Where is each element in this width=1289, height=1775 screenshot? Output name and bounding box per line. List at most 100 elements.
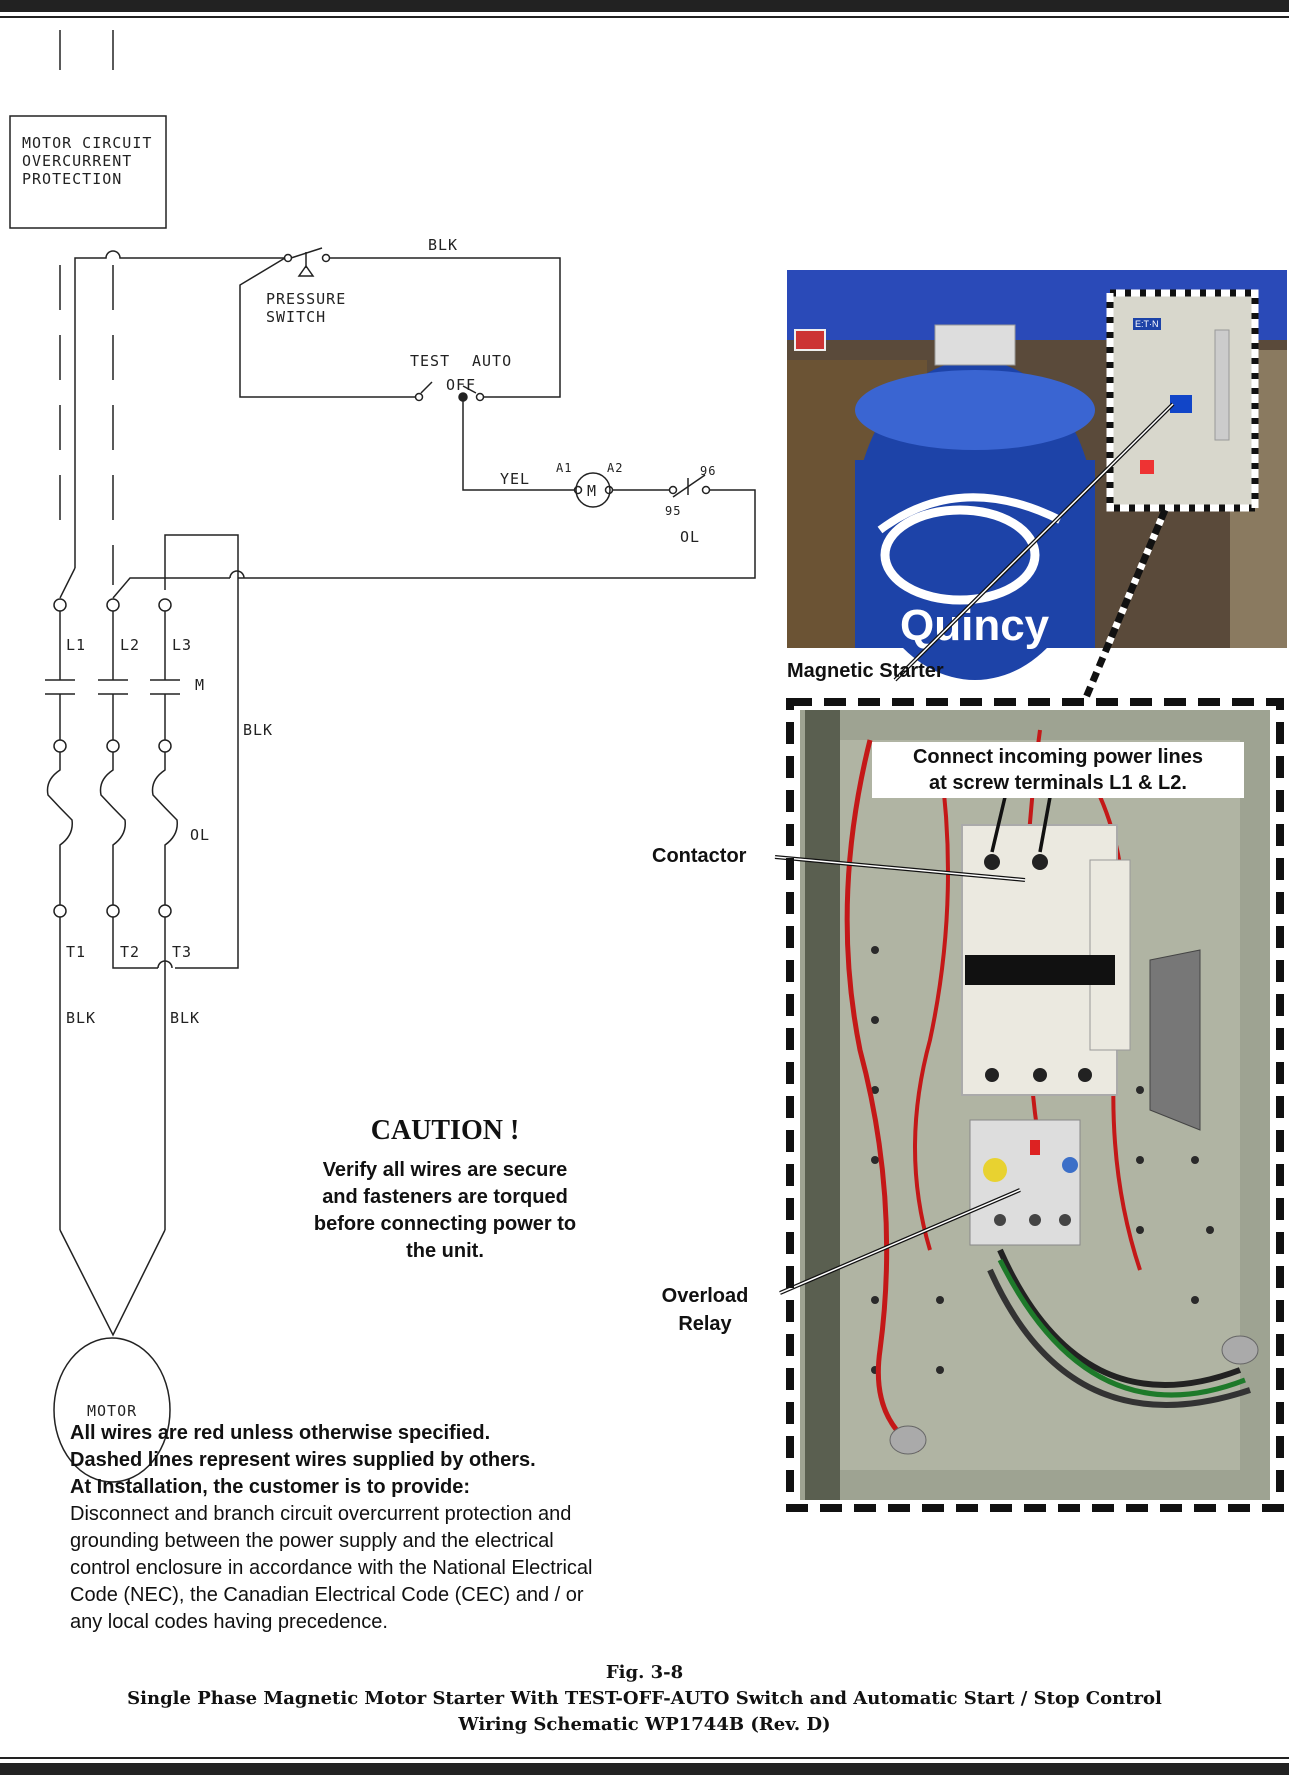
wire-crossover xyxy=(229,570,245,579)
terminal-t1 xyxy=(53,904,67,918)
svg-text:Quincy: Quincy xyxy=(900,601,1050,650)
blk-label-top: BLK xyxy=(428,236,458,254)
t3-label: T3 xyxy=(172,943,192,961)
bottom-border-thin xyxy=(0,1757,1289,1759)
test-blade xyxy=(420,381,433,394)
motor-leads xyxy=(59,1229,166,1337)
l2-label: L2 xyxy=(120,636,140,654)
compressor-photo: Quincy E:T·N xyxy=(787,270,1287,682)
blk-label-t3: BLK xyxy=(170,1009,200,1027)
pressure-switch-label-2: SWITCH xyxy=(266,308,326,326)
magnetic-starter-label: Magnetic Starter xyxy=(787,660,944,682)
coil-a2-label: A2 xyxy=(607,461,623,475)
yel-label: YEL xyxy=(500,470,530,488)
ol-label: OL xyxy=(680,528,700,546)
note-bold-3: At Installation, the customer is to prov… xyxy=(70,1476,471,1498)
auto-terminal xyxy=(475,392,485,402)
terminal-l3 xyxy=(158,598,172,612)
t2-label: T2 xyxy=(120,943,140,961)
switch-off-label: OFF xyxy=(446,376,476,394)
ol-95-label: 95 xyxy=(665,504,681,518)
overload-ol-label: OL xyxy=(190,826,210,844)
installation-notes: All wires are red unless otherwise speci… xyxy=(70,1420,710,1636)
blk-label-t1: BLK xyxy=(66,1009,96,1027)
l1-tap xyxy=(59,567,76,599)
caution-line-2: and fasteners are torqued xyxy=(322,1186,568,1208)
protection-label-3: PROTECTION xyxy=(22,170,122,188)
l3-label: L3 xyxy=(172,636,192,654)
main-contacts xyxy=(45,611,180,740)
ol-95-terminal xyxy=(668,485,678,495)
ol-96-terminal xyxy=(701,485,711,495)
eaton-logo-small: E:T·N xyxy=(1135,319,1159,329)
terminal-l2 xyxy=(106,598,120,612)
figure-caption: Fig. 3-8 Single Phase Magnetic Motor Sta… xyxy=(0,1660,1289,1738)
overload-relay-line-2: Relay xyxy=(678,1313,732,1335)
note-body-3: control enclosure in accordance with the… xyxy=(70,1557,593,1579)
contact-out-3 xyxy=(158,739,172,753)
note-bold-1: All wires are red unless otherwise speci… xyxy=(70,1422,491,1444)
top-border xyxy=(0,0,1289,12)
enclosure-dashed-frame xyxy=(786,698,1284,1512)
pressure-switch-terminal-left xyxy=(283,253,293,263)
t2-wire xyxy=(112,917,158,969)
top-border-thin xyxy=(0,16,1289,18)
switch-auto-label: AUTO xyxy=(472,352,512,370)
enclosure-photo xyxy=(774,710,1270,1500)
control-wire-test xyxy=(239,257,415,398)
switch-test-label: TEST xyxy=(410,352,450,370)
ol-return-wire xyxy=(238,489,756,579)
ol-contact-slash xyxy=(672,474,706,498)
blk-label-right: BLK xyxy=(243,721,273,739)
overload-heaters xyxy=(46,752,178,905)
pressure-switch-label-1: PRESSURE xyxy=(266,290,346,308)
contactor-m-label: M xyxy=(195,676,205,694)
protection-label-2: OVERCURRENT xyxy=(22,152,132,170)
connect-power-callout: Connect incoming power lines at screw te… xyxy=(872,742,1244,798)
yel-wire xyxy=(462,397,575,491)
overload-relay-line-1: Overload xyxy=(661,1285,749,1307)
pressure-switch-terminal-right xyxy=(321,253,331,263)
coil-a1-label: A1 xyxy=(556,461,572,475)
caution-line-1: Verify all wires are secure xyxy=(322,1159,568,1181)
note-body-1: Disconnect and branch circuit overcurren… xyxy=(70,1503,572,1525)
caution-title: CAUTION ! xyxy=(370,1115,520,1146)
test-terminal xyxy=(414,392,424,402)
terminal-t3 xyxy=(158,904,172,918)
motor-label: MOTOR xyxy=(87,1402,137,1420)
contact-out-1 xyxy=(53,739,67,753)
coil-a2-terminal xyxy=(604,485,614,495)
pressure-switch-actuator xyxy=(297,264,315,277)
l2-pointer xyxy=(1038,796,1052,853)
caution-block: CAUTION ! Verify all wires are secure an… xyxy=(270,1115,620,1265)
l2-tap-wire xyxy=(112,577,172,599)
note-body-5: any local codes having precedence. xyxy=(70,1611,388,1633)
caution-line-3: before connecting power to xyxy=(313,1213,577,1235)
note-bold-2: Dashed lines represent wires supplied by… xyxy=(70,1449,536,1471)
l1-label: L1 xyxy=(66,636,86,654)
caution-body: Verify all wires are secure and fastener… xyxy=(270,1157,620,1265)
protection-box xyxy=(9,115,167,229)
overload-relay-label: Overload Relay xyxy=(650,1282,760,1338)
contact-out-2 xyxy=(106,739,120,753)
terminal-t2 xyxy=(106,904,120,918)
connect-power-line-2: at screw terminals L1 & L2. xyxy=(929,772,1187,794)
note-body-2: grounding between the power supply and t… xyxy=(70,1530,554,1552)
coil-m-label: M xyxy=(587,482,597,500)
figure-number: Fig. 3-8 xyxy=(605,1662,684,1683)
coil-a1-terminal xyxy=(573,485,583,495)
control-wire-blk xyxy=(330,257,561,398)
control-wire-top xyxy=(74,250,285,568)
bottom-border xyxy=(0,1763,1289,1775)
l1-pointer xyxy=(990,796,1007,853)
protection-label-1: MOTOR CIRCUIT xyxy=(22,134,152,152)
zoom-connector xyxy=(1081,508,1169,702)
t1-label: T1 xyxy=(66,943,86,961)
blk-jumper-wire xyxy=(164,534,239,969)
connect-power-line-1: Connect incoming power lines xyxy=(912,746,1204,768)
note-body-4: Code (NEC), the Canadian Electrical Code… xyxy=(70,1584,584,1606)
terminal-l1 xyxy=(53,598,67,612)
contactor-coil xyxy=(575,472,611,508)
auto-blade xyxy=(462,385,477,394)
figure-title-2: Wiring Schematic WP1744B (Rev. D) xyxy=(458,1714,831,1735)
